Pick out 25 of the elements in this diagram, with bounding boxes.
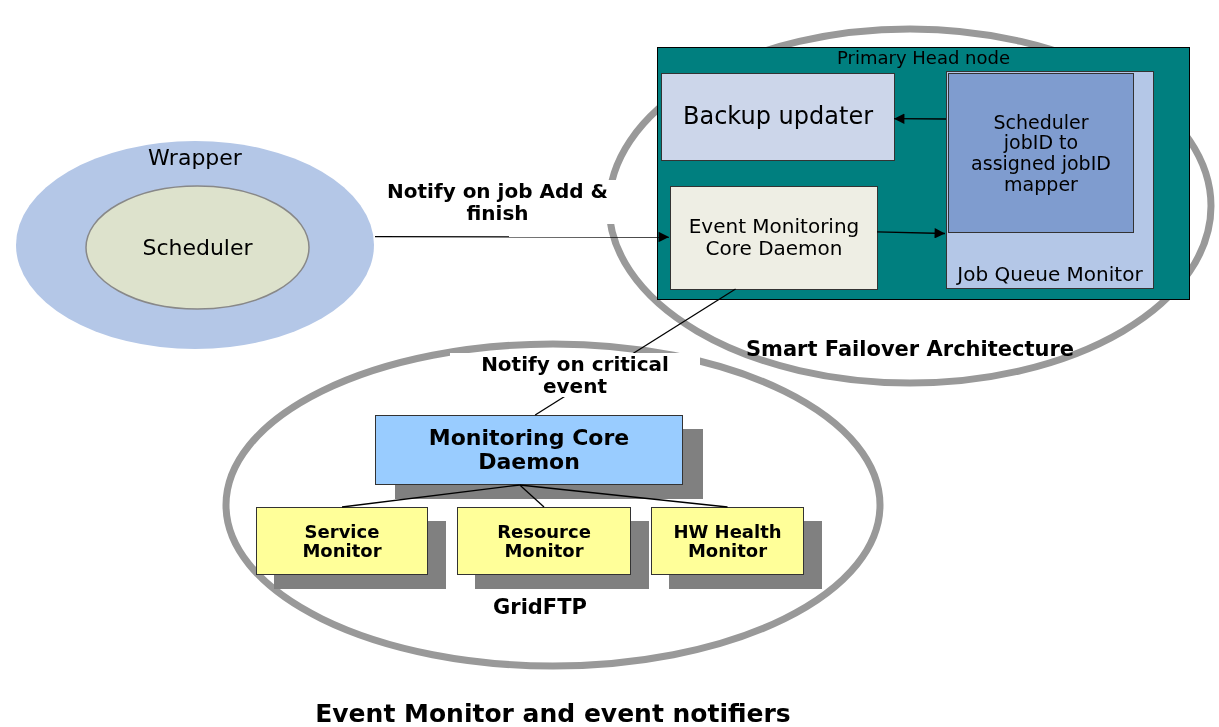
node-label: Wrapper [147,146,243,170]
arrow [893,113,947,124]
ellipse-node [15,140,375,350]
node-label: Event Monitor and event notifiers [314,700,792,727]
node-label: Service Monitor [301,521,383,561]
node-label: Primary Head node [836,48,1011,68]
process-box [946,71,1154,289]
edge-label: Notify on critical event [450,353,700,397]
node-label: HW Health Monitor [672,521,783,561]
node-label: Scheduler jobID to assigned jobID mapper [971,111,1111,195]
node-label: Job Queue Monitor [955,264,1144,286]
process-box [948,73,1134,233]
node-label: Monitoring Core Daemon [427,426,631,474]
note-text: GridFTP [492,595,588,619]
node-label: Backup updater [682,104,874,130]
process-box [661,73,895,161]
container-box [657,47,1190,300]
ellipse-node [85,185,310,310]
process-box [670,186,878,290]
node-label: Resource Monitor [496,521,592,561]
arrow [876,228,946,239]
node-label: Scheduler [141,235,254,260]
node-label: Event Monitoring Core Daemon [687,216,861,260]
node-label: Smart Failover Architecture [744,338,1076,361]
arrow [374,231,670,243]
